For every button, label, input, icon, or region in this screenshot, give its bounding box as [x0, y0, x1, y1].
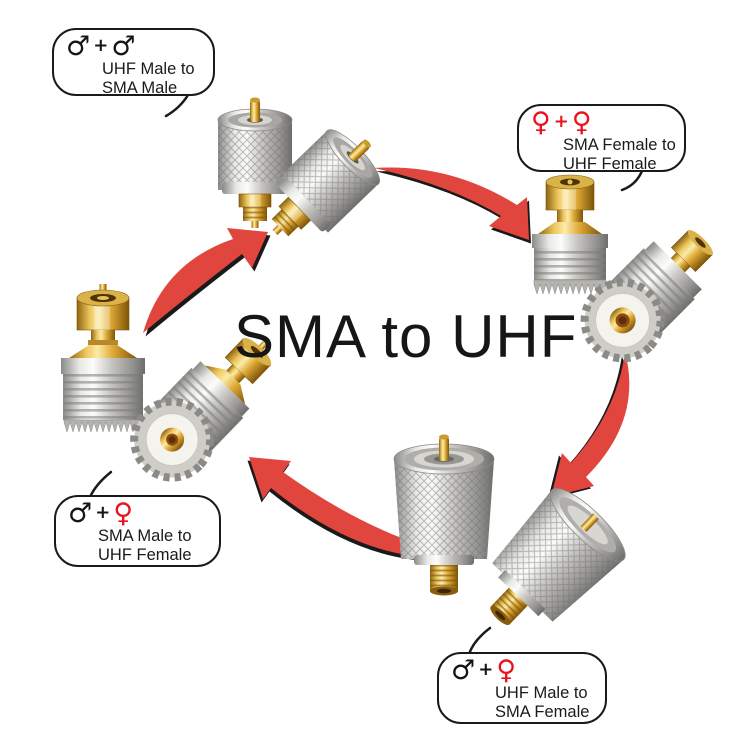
plus-sign: +: [553, 111, 569, 132]
arrow-top-right: [374, 167, 531, 244]
callout-text: SMA Female to UHF Female: [563, 136, 678, 174]
callout-line1: SMA Male to: [98, 527, 192, 545]
arrow-right-down: [548, 352, 630, 500]
adapter-uhf-male-to-sma-female-upright: [393, 434, 495, 596]
male-symbol-icon: ♂: [66, 31, 91, 62]
callout-text: UHF Male to SMA Male: [102, 60, 207, 98]
callout-tails: [88, 93, 644, 656]
gender-symbols: ♂+♀: [68, 498, 213, 529]
callout-tail-bottom-right: [467, 626, 492, 656]
male-symbol-icon: ♂: [451, 655, 476, 686]
female-symbol-icon: ♀: [571, 107, 592, 138]
callout-line1: UHF Male to: [102, 60, 195, 78]
male-symbol-icon: ♂: [68, 498, 93, 529]
callout-line1: UHF Male to: [495, 684, 588, 702]
gender-symbols: ♂+♀: [451, 655, 599, 686]
plus-sign: +: [478, 659, 494, 680]
callout-sma-male-to-uhf-female: ♂+♀ SMA Male to UHF Female: [54, 495, 221, 567]
callout-tail-bottom-left: [88, 470, 113, 499]
callout-sma-female-to-uhf-female: ♀+♀ SMA Female to UHF Female: [517, 104, 686, 174]
plus-sign: +: [93, 35, 109, 56]
female-symbol-icon: ♀: [496, 655, 517, 686]
callout-uhf-male-to-sma-female: ♂+♀ UHF Male to SMA Female: [437, 652, 607, 724]
callout-line1: SMA Female to: [563, 136, 676, 154]
female-symbol-icon: ♀: [113, 498, 134, 529]
callout-text: SMA Male to UHF Female: [98, 527, 213, 565]
callout-line2: UHF Female: [563, 155, 657, 173]
gender-symbols: ♀+♀: [531, 107, 678, 138]
callout-line2: UHF Female: [98, 546, 192, 564]
male-symbol-icon: ♂: [111, 31, 136, 62]
female-symbol-icon: ♀: [531, 107, 551, 138]
adapter-sma-male-to-uhf-female-upright: [60, 283, 146, 433]
gender-symbols: ♂+♂: [66, 31, 207, 62]
plus-sign: +: [95, 502, 111, 523]
callout-uhf-male-to-sma-male: ♂+♂ UHF Male to SMA Male: [52, 28, 215, 98]
callout-line2: SMA Female: [495, 703, 590, 721]
callout-tail-top-right: [620, 169, 644, 192]
callout-tail-top-left: [164, 93, 190, 118]
callout-line2: SMA Male: [102, 79, 178, 97]
page-title: SMA to UHF: [234, 303, 578, 370]
adapter-sma-female-to-uhf-female-upright: [531, 174, 609, 295]
callout-text: UHF Male to SMA Female: [495, 684, 599, 722]
